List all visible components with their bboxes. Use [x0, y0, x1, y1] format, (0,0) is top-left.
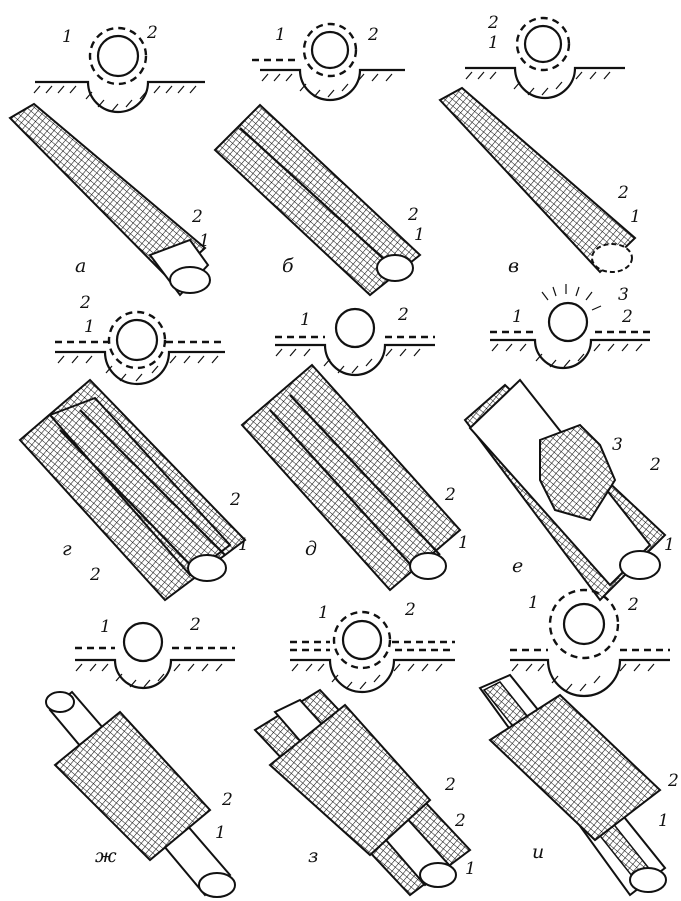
panel-e-pipe: 2 1 д [240, 363, 469, 592]
label-2: 2 [407, 205, 419, 225]
panel-g-pipe: 2 1 ж [45, 690, 236, 898]
panel-d-section: 2 1 [55, 293, 225, 386]
panel-h-pipe: 2 2 1 з [253, 688, 476, 897]
label-2: 2 [649, 455, 661, 475]
panel-letter: а [75, 255, 86, 277]
panel-letter: е [512, 555, 523, 577]
label-1: 1 [100, 617, 111, 637]
panel-letter: д [305, 538, 317, 560]
panel-a-section: 1 2 [33, 23, 205, 114]
label-2: 2 [397, 305, 409, 325]
panel-b-pipe: 2 1 б [213, 103, 425, 297]
label-2: 2 [667, 771, 679, 791]
label-1: 1 [275, 25, 286, 45]
label-2: 2 [621, 307, 633, 327]
label-1: 1 [318, 603, 329, 623]
panel-b-section: 1 2 [252, 22, 405, 102]
label-2: 2 [221, 790, 233, 810]
label-2: 2 [229, 490, 241, 510]
label-1: 1 [62, 27, 73, 47]
label-1: 1 [199, 231, 210, 251]
label-1: 1 [84, 317, 95, 337]
label-3: 3 [612, 435, 623, 455]
panel-letter: ж [95, 845, 117, 867]
label-1: 1 [658, 811, 669, 831]
label-1: 1 [414, 225, 425, 245]
label-2: 2 [404, 600, 416, 620]
label-2: 2 [487, 13, 499, 33]
label-1: 1 [215, 823, 226, 843]
label-1: 1 [512, 307, 523, 327]
label-1: 1 [630, 207, 641, 227]
panel-letter: и [532, 841, 544, 863]
label-1: 1 [488, 33, 499, 53]
label-2: 2 [444, 485, 456, 505]
label-1: 1 [465, 859, 476, 879]
label-2: 2 [627, 595, 639, 615]
panel-d-pipe: 2 1 2 г [18, 378, 249, 602]
panel-g-section: 1 2 [75, 615, 235, 690]
label-2: 2 [89, 565, 101, 585]
panel-h-section: 1 2 [290, 600, 455, 694]
label-3: 3 [618, 285, 629, 305]
panel-c-pipe: 2 1 в [438, 86, 641, 277]
panel-i-section: 1 2 [510, 588, 670, 698]
panel-letter: г [62, 538, 72, 560]
label-2: 2 [191, 207, 203, 227]
panel-i-pipe: 2 1 и [478, 673, 679, 897]
panel-letter: в [508, 255, 519, 277]
panel-letter: з [308, 845, 318, 867]
label-1: 1 [528, 593, 539, 613]
label-2: 2 [79, 293, 91, 313]
label-1: 1 [458, 533, 469, 553]
panel-f-section: 1 3 2 [490, 284, 650, 370]
panel-c-section: 2 1 [465, 13, 625, 100]
label-1: 1 [300, 310, 311, 330]
panel-e-section: 1 2 [275, 305, 435, 377]
label-2: 2 [444, 775, 456, 795]
label-1: 1 [664, 535, 675, 555]
label-2: 2 [189, 615, 201, 635]
label-2: 2 [146, 23, 158, 43]
label-1: 1 [238, 535, 249, 555]
label-2: 2 [367, 25, 379, 45]
panel-a-pipe: 2 1 а [8, 102, 211, 297]
label-2: 2 [617, 183, 629, 203]
panel-f-pipe: 3 2 1 е [463, 378, 675, 602]
label-2: 2 [454, 811, 466, 831]
panel-letter: б [282, 255, 294, 277]
